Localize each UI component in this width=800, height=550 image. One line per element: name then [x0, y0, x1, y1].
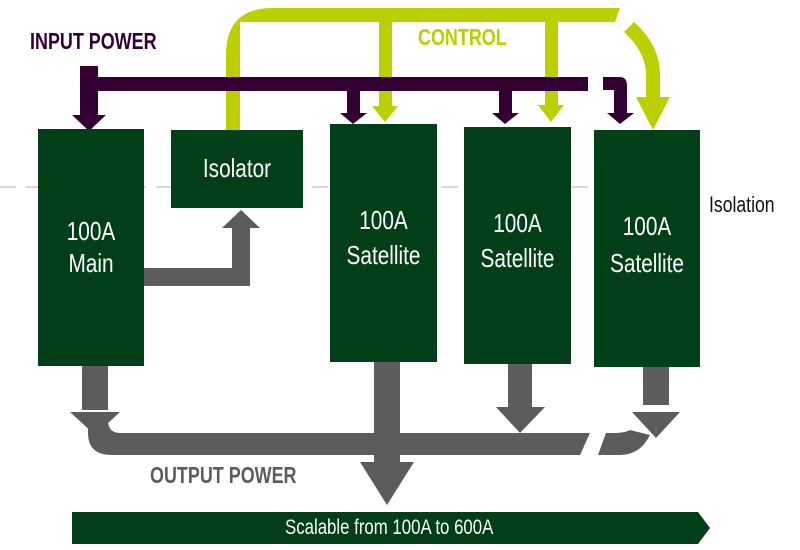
satellite-1-rating: 100A: [359, 205, 408, 235]
input-arrow-1: [340, 113, 367, 124]
input-drop-2: [499, 84, 512, 114]
output-power-label: OUTPUT POWER: [150, 462, 297, 488]
output-arrow-2: [496, 407, 545, 433]
control-label: CONTROL: [418, 24, 507, 50]
output-bus: [88, 420, 590, 455]
output-main-drop: [82, 365, 108, 410]
output-arrow-3: [632, 412, 680, 438]
control-arrow-2: [538, 105, 564, 122]
output-drop-1: [374, 362, 400, 462]
input-power-lines: [72, 66, 634, 131]
satellite-module-1: 100A Satellite: [330, 124, 437, 362]
satellite-module-3: 100A Satellite: [594, 130, 700, 367]
main-module: 100A Main: [38, 129, 144, 366]
isolator-input-arrow: [222, 210, 260, 228]
isolator-module: Isolator: [171, 130, 303, 208]
input-main-drop: [80, 66, 98, 116]
satellite-3-label: Satellite: [610, 248, 684, 278]
control-arrow-3: [636, 97, 670, 130]
output-drop-3: [643, 365, 669, 405]
main-module-rating: 100A: [66, 216, 116, 246]
input-power-label: INPUT POWER: [30, 28, 157, 54]
input-curved-connector: [603, 77, 627, 113]
scalability-banner: [72, 512, 710, 544]
isolation-label: Isolation: [709, 192, 775, 217]
main-to-isolator-v: [232, 218, 250, 286]
satellite-module-2: 100A Satellite: [464, 127, 571, 364]
input-arrow-2: [492, 113, 519, 124]
control-arrow-1: [372, 106, 398, 122]
satellite-1-label: Satellite: [346, 240, 421, 270]
output-arrow-center: [360, 462, 414, 505]
satellite-3-rating: 100A: [622, 211, 672, 241]
control-curved-connector: [624, 22, 660, 98]
banner-label: Scalable from 100A to 600A: [72, 512, 707, 544]
output-power-lines: [70, 210, 680, 505]
satellite-2-rating: 100A: [493, 208, 542, 238]
main-to-isolator-h: [144, 268, 250, 286]
isolator-label: Isolator: [202, 153, 272, 183]
input-power-bus-end: [583, 77, 588, 91]
output-curved-end: [598, 430, 650, 455]
control-drop-1: [379, 8, 392, 108]
input-drop-1: [347, 84, 360, 114]
control-drop-2: [545, 8, 558, 106]
output-drop-2: [508, 362, 532, 407]
main-module-label: Main: [68, 248, 114, 278]
satellite-2-label: Satellite: [480, 243, 555, 273]
input-power-bus: [80, 77, 588, 91]
input-arrow-main: [72, 115, 106, 131]
input-arrow-3: [607, 113, 634, 124]
control-bus: [226, 8, 620, 130]
banner-text: Scalable from 100A to 600A: [285, 516, 494, 539]
